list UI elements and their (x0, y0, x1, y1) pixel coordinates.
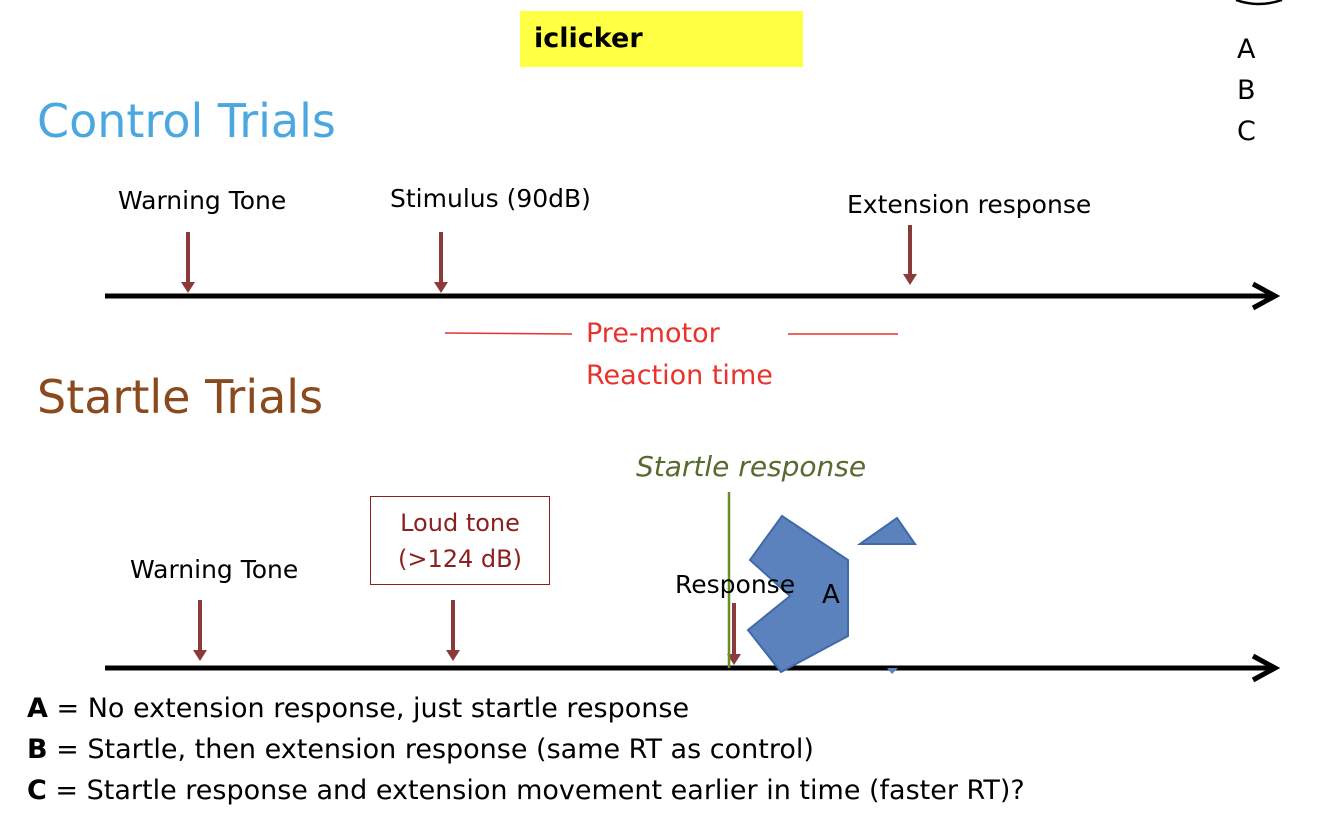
option-c-text: = Startle response and extension movemen… (46, 775, 1025, 806)
control-stimulus-arrow (434, 232, 448, 293)
option-a-text: = No extension response, just startle re… (47, 693, 690, 724)
control-trials-title: Control Trials (37, 94, 336, 148)
control-extension-response-label: Extension response (847, 190, 1092, 219)
reaction-time-label: Reaction time (586, 360, 773, 391)
startle-trials-title: Startle Trials (37, 370, 324, 424)
option-a: A = No extension response, just startle … (27, 693, 689, 724)
cutoff-circle (1235, 0, 1283, 6)
iclicker-badge: iclicker (520, 11, 803, 67)
control-extension-arrow (903, 225, 917, 285)
control-stimulus-label: Stimulus (90dB) (390, 184, 591, 213)
loud-tone-line2: (>124 dB) (398, 545, 522, 573)
startle-response-arrow (727, 603, 741, 665)
premotor-line-left (444, 332, 573, 335)
control-warning-arrow (181, 232, 195, 293)
option-a-key: A (27, 693, 48, 724)
startle-warning-tone-label: Warning Tone (130, 555, 299, 584)
blue-cross-shape (746, 514, 917, 674)
startle-warning-arrow (193, 600, 207, 661)
startle-timeline (105, 653, 1281, 683)
option-b-key: B (27, 734, 48, 765)
premotor-label: Pre-motor (586, 318, 720, 349)
option-b: B = Startle, then extension response (sa… (27, 734, 814, 765)
startle-response-word: Response (675, 570, 796, 599)
control-warning-tone-label: Warning Tone (118, 186, 287, 215)
loud-tone-line1: Loud tone (400, 509, 520, 537)
startle-response-label: Startle response (636, 450, 867, 483)
legend-letter-c: C (1237, 116, 1256, 147)
legend-letter-a: A (1237, 34, 1256, 65)
shape-marker-letter: A (822, 580, 840, 610)
option-c: C = Startle response and extension movem… (27, 775, 1025, 806)
legend-letter-b: B (1237, 75, 1256, 106)
loud-tone-box: Loud tone (>124 dB) (370, 496, 550, 585)
startle-loudtone-arrow (446, 600, 460, 661)
control-timeline (105, 281, 1281, 311)
option-b-text: = Startle, then extension response (same… (47, 734, 814, 765)
option-c-key: C (27, 775, 47, 806)
